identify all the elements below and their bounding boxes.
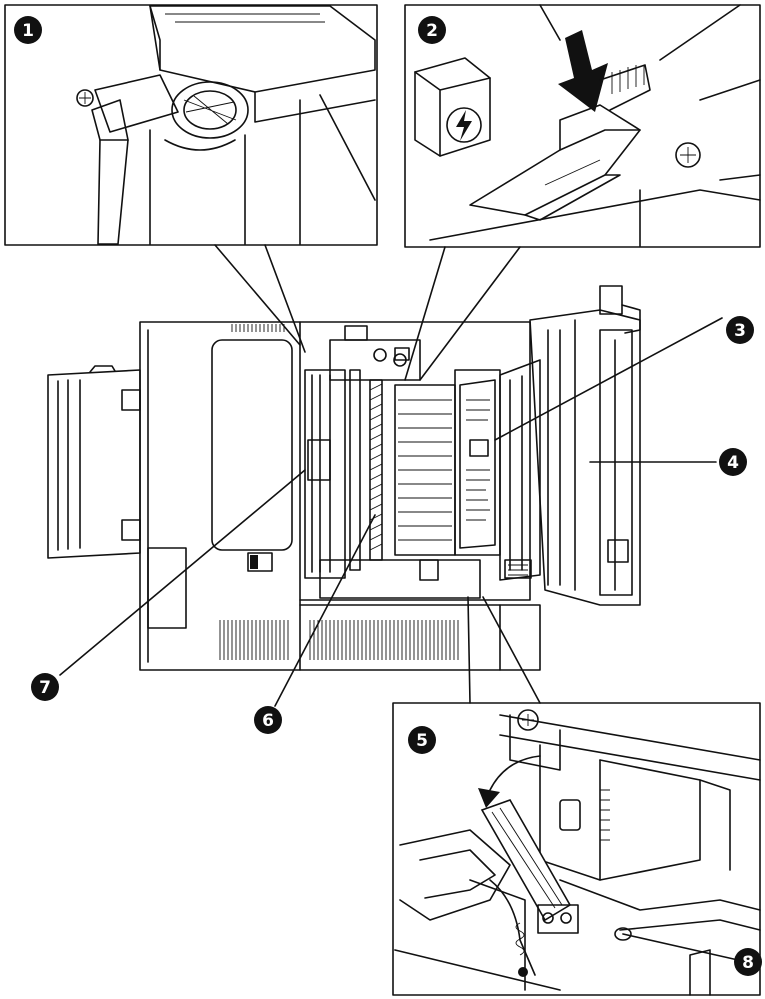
- svg-text:1: 1: [22, 21, 34, 41]
- down-arrow-icon: [558, 30, 608, 112]
- printer-body: [139, 321, 541, 671]
- svg-text:8: 8: [742, 953, 754, 973]
- callout-4: 4: [719, 448, 747, 476]
- opened-top-cover: [529, 285, 641, 606]
- svg-text:6: 6: [262, 711, 274, 731]
- lightning-bolt-icon: [456, 110, 472, 141]
- callout-1: 1: [14, 16, 42, 44]
- printer-interior: [299, 321, 541, 601]
- leader-lines: [59, 244, 739, 961]
- svg-text:5: 5: [416, 731, 428, 751]
- inset-detail-5: [392, 702, 761, 996]
- inset-detail-1: [4, 4, 378, 246]
- callout-2: 2: [418, 16, 446, 44]
- paper-tray: [47, 365, 141, 559]
- callout-8: 8: [734, 948, 762, 976]
- callout-7: 7: [31, 673, 59, 701]
- svg-text:7: 7: [39, 678, 51, 698]
- printer-main-view: [47, 285, 641, 671]
- svg-text:3: 3: [734, 321, 746, 341]
- curved-arrow-icon: [489, 755, 541, 791]
- callout-6: 6: [254, 706, 282, 734]
- inset-detail-2: [404, 4, 761, 248]
- callout-3: 3: [726, 316, 754, 344]
- callout-5: 5: [408, 726, 436, 754]
- svg-text:2: 2: [426, 21, 438, 41]
- svg-text:4: 4: [727, 453, 739, 473]
